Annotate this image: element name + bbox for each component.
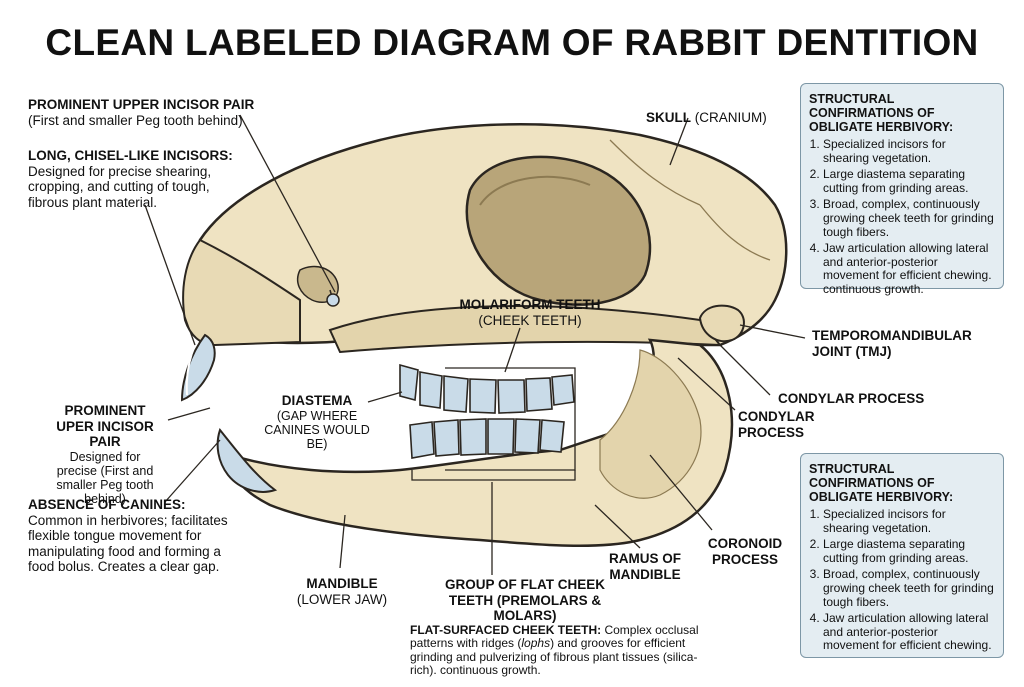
label-diastema: DIASTEMA (GAP WHERE CANINES WOULD BE) [262,393,372,451]
label-molariform-sub: (CHEEK TEETH) [478,312,582,328]
label-upper-incisor-left: PROMINENT UPER INCISOR PAIR Designed for… [40,403,170,506]
label-molariform-heading: MOLARIFORM TEETH [459,297,601,312]
label-upper-incisor-left-body: Designed for precise (First and smaller … [56,449,154,506]
label-chisel-body: Designed for precise shearing, cropping,… [28,163,212,210]
label-diastema-sub: (GAP WHERE CANINES WOULD BE) [264,408,370,451]
label-canines-heading: ABSENCE OF CANINES: [28,497,186,512]
label-upper-incisor-left-h1: PROMINENT [64,403,146,418]
label-mandible: MANDIBLE (LOWER JAW) [292,576,392,607]
label-mandible-heading: MANDIBLE [306,576,378,591]
label-condylar-right: CONDYLAR PROCESS [778,391,958,407]
lower-incisor-shape [216,427,278,493]
info-panel-bottom-item: Specialized incisors for shearing vegeta… [823,507,995,535]
info-panel-bottom-list: Specialized incisors for shearing vegeta… [809,507,995,653]
label-upper-incisor-top-sub: (First and smaller Peg tooth behind) [28,112,243,128]
label-condylar-mid: CONDYLAR PROCESS [738,409,815,440]
label-absence-canines: ABSENCE OF CANINES: Common in herbivores… [28,497,228,575]
info-panel-top-item: Large diastema separating cutting from g… [823,167,995,195]
leader-lines [144,114,806,575]
label-skull-sub: (CRANIUM) [694,110,767,125]
label-cheek-group-body-em: lophs [521,636,551,650]
info-panel-bottom: STRUCTURAL CONFIRMATIONS OF OBLIGATE HER… [800,453,1004,658]
info-panel-bottom-item: Large diastema separating cutting from g… [823,537,995,565]
label-mandible-sub: (LOWER JAW) [296,591,388,607]
info-panel-bottom-item: Jaw articulation allowing lateral and an… [823,611,995,653]
info-panel-top-heading: STRUCTURAL CONFIRMATIONS OF OBLIGATE HER… [809,92,954,134]
label-upper-incisor-top-heading: PROMINENT UPPER INCISOR PAIR [28,97,255,112]
info-panel-bottom-item: Broad, complex, continuously growing che… [823,568,995,609]
label-tmj: TEMPOROMANDIBULAR JOINT (TMJ) [812,328,972,359]
label-molariform: MOLARIFORM TEETH (CHEEK TEETH) [455,297,605,328]
label-coronoid-heading: CORONOID PROCESS [707,536,783,567]
info-panel-top-item: Jaw articulation allowing lateral and an… [823,241,995,296]
mandible-shape [227,338,734,547]
label-canines-body: Common in herbivores; facilitates flexib… [28,512,228,575]
label-ramus: RAMUS OF MANDIBLE [605,551,685,582]
label-skull-heading: SKULL [646,110,691,125]
label-cheek-group-lead: FLAT-SURFACED CHEEK TEETH: [410,622,602,637]
label-cheek-group-body: FLAT-SURFACED CHEEK TEETH: Complex occlu… [410,622,720,678]
info-panel-bottom-heading: STRUCTURAL CONFIRMATIONS OF OBLIGATE HER… [809,462,954,504]
label-upper-incisor-left-h2: UPER INCISOR PAIR [56,418,154,450]
upper-cheek-teeth [399,363,575,414]
info-panel-top-item: Broad, complex, continuously growing che… [823,198,995,239]
label-condylar-right-heading: CONDYLAR PROCESS [778,391,925,406]
label-coronoid: CORONOID PROCESS [705,536,785,567]
label-cheek-teeth-group: GROUP OF FLAT CHEEK TEETH (PREMOLARS & M… [410,577,720,678]
label-cheek-group-body-a: Complex occlusal patterns with ridges ( [410,622,699,650]
label-chisel-incisors: LONG, CHISEL-LIKE INCISORS: Designed for… [28,148,238,210]
label-diastema-heading: DIASTEMA [281,393,353,408]
label-tmj-heading: TEMPOROMANDIBULAR JOINT (TMJ) [812,328,972,359]
diagram-title: CLEAN LABELED DIAGRAM OF RABBIT DENTITIO… [45,22,979,63]
orbit-shape [465,155,652,306]
info-panel-top: STRUCTURAL CONFIRMATIONS OF OBLIGATE HER… [800,83,1004,296]
label-skull: SKULL (CRANIUM) [646,110,786,126]
label-cheek-group-heading: GROUP OF FLAT CHEEK TEETH (PREMOLARS & M… [444,577,605,623]
label-condylar-mid-heading: CONDYLAR PROCESS [738,409,815,440]
label-cheek-group-body-b: ) and grooves for efficient grinding and… [410,636,698,677]
label-chisel-heading: LONG, CHISEL-LIKE INCISORS: [28,148,233,163]
label-ramus-heading: RAMUS OF MANDIBLE [609,551,681,582]
info-panel-top-item: Specialized incisors for shearing vegeta… [823,137,995,165]
label-upper-incisor-top: PROMINENT UPPER INCISOR PAIR (First and … [28,97,288,128]
lower-cheek-teeth [409,418,565,459]
info-panel-top-list: Specialized incisors for shearing vegeta… [809,137,995,297]
